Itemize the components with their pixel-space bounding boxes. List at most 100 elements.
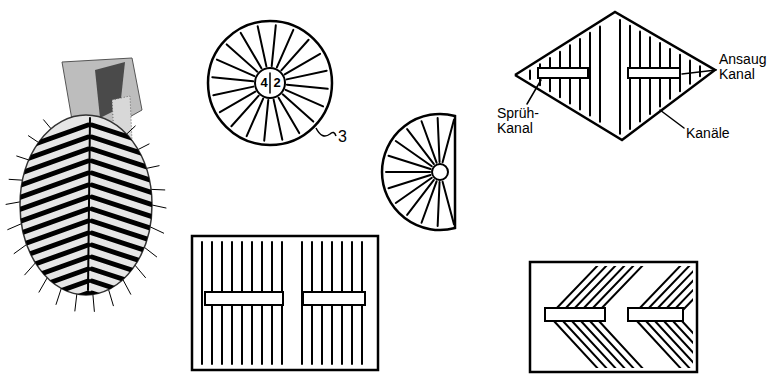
bar xyxy=(545,308,605,321)
channel-line xyxy=(386,171,430,173)
stripe xyxy=(92,125,165,149)
divider xyxy=(269,73,271,93)
center-ring xyxy=(255,68,285,98)
channel-line xyxy=(217,60,255,76)
channel-line xyxy=(213,87,253,96)
hair xyxy=(17,156,29,160)
stripe xyxy=(92,161,165,185)
channel-line xyxy=(274,100,283,140)
rect-outline xyxy=(192,236,378,370)
channel-line xyxy=(241,33,262,68)
stripe xyxy=(92,293,165,317)
channel-line xyxy=(287,71,327,80)
part-label: Ansaug Kanal xyxy=(719,52,771,83)
stripe xyxy=(92,149,165,173)
body-stripes xyxy=(10,125,165,321)
hair xyxy=(14,244,27,253)
channel-line xyxy=(212,77,253,81)
round-plate xyxy=(208,21,336,145)
channel-line xyxy=(438,182,440,226)
channel-line xyxy=(438,118,440,162)
stripe xyxy=(92,173,165,197)
channel-line xyxy=(681,320,693,368)
hair xyxy=(135,265,145,277)
stripe xyxy=(92,221,165,245)
bar xyxy=(628,68,680,78)
hair xyxy=(144,247,156,257)
channel-line xyxy=(264,100,268,141)
hair xyxy=(25,263,36,275)
stripe xyxy=(10,293,88,321)
channel-line xyxy=(599,26,601,121)
channel-line xyxy=(529,71,531,80)
channel-line xyxy=(201,242,203,364)
channel-line xyxy=(388,175,430,188)
hair xyxy=(9,179,22,181)
center-ring xyxy=(432,164,448,180)
fan-plate xyxy=(382,114,455,230)
hair xyxy=(150,227,164,233)
stripe xyxy=(92,257,165,281)
animal-illustration xyxy=(6,58,166,321)
hair xyxy=(152,205,166,208)
channel-line xyxy=(422,121,437,162)
hair xyxy=(75,294,77,311)
channel-line xyxy=(689,61,691,84)
channel-line xyxy=(286,90,324,106)
fan-outline xyxy=(382,114,455,230)
channel-line xyxy=(272,25,276,66)
callout-number: 4 xyxy=(260,76,267,90)
hair xyxy=(28,136,38,143)
diamond-outline xyxy=(515,12,715,140)
stripe xyxy=(92,209,165,233)
hair xyxy=(8,224,22,230)
bar xyxy=(538,68,588,78)
bar xyxy=(628,308,683,321)
stripe xyxy=(92,233,165,257)
channel-line xyxy=(279,98,300,133)
stripe xyxy=(92,185,165,209)
channel-line xyxy=(443,120,454,163)
channel-line xyxy=(598,320,646,368)
channel-line xyxy=(589,266,637,312)
rect-outline xyxy=(530,262,697,372)
hair xyxy=(56,288,61,304)
stripe xyxy=(92,137,165,161)
hair xyxy=(138,144,149,150)
channel-line xyxy=(443,182,454,225)
hair xyxy=(93,295,94,312)
stripe xyxy=(92,197,165,221)
rect-plate xyxy=(192,236,378,370)
stripe xyxy=(92,269,165,293)
hair xyxy=(44,120,51,129)
channel-line xyxy=(247,99,263,137)
channel-line xyxy=(681,266,693,312)
channel-line xyxy=(598,266,646,312)
channel-line xyxy=(589,33,591,116)
diamond-plate xyxy=(515,12,716,140)
channel-line xyxy=(227,44,258,71)
hair xyxy=(123,280,131,295)
channel-line xyxy=(287,85,328,89)
leader-line xyxy=(682,70,716,74)
stripe xyxy=(10,281,88,309)
hair xyxy=(146,166,159,169)
part-label: Sprüh- Kanal xyxy=(497,106,547,137)
hair xyxy=(109,290,114,306)
channel-line xyxy=(388,156,430,169)
callout-number: 3 xyxy=(338,128,347,146)
plate-outline xyxy=(208,21,332,145)
bar xyxy=(205,292,283,305)
hair xyxy=(6,202,20,205)
leader-line xyxy=(316,128,336,136)
hair xyxy=(127,126,136,134)
channel-line xyxy=(277,30,293,68)
leader-line xyxy=(660,110,684,128)
mid-line xyxy=(88,118,90,290)
leader-line xyxy=(527,80,541,104)
chevron-plate xyxy=(530,262,729,372)
channel-line xyxy=(285,54,320,75)
channel-line xyxy=(589,320,637,368)
channel-line xyxy=(396,178,432,203)
